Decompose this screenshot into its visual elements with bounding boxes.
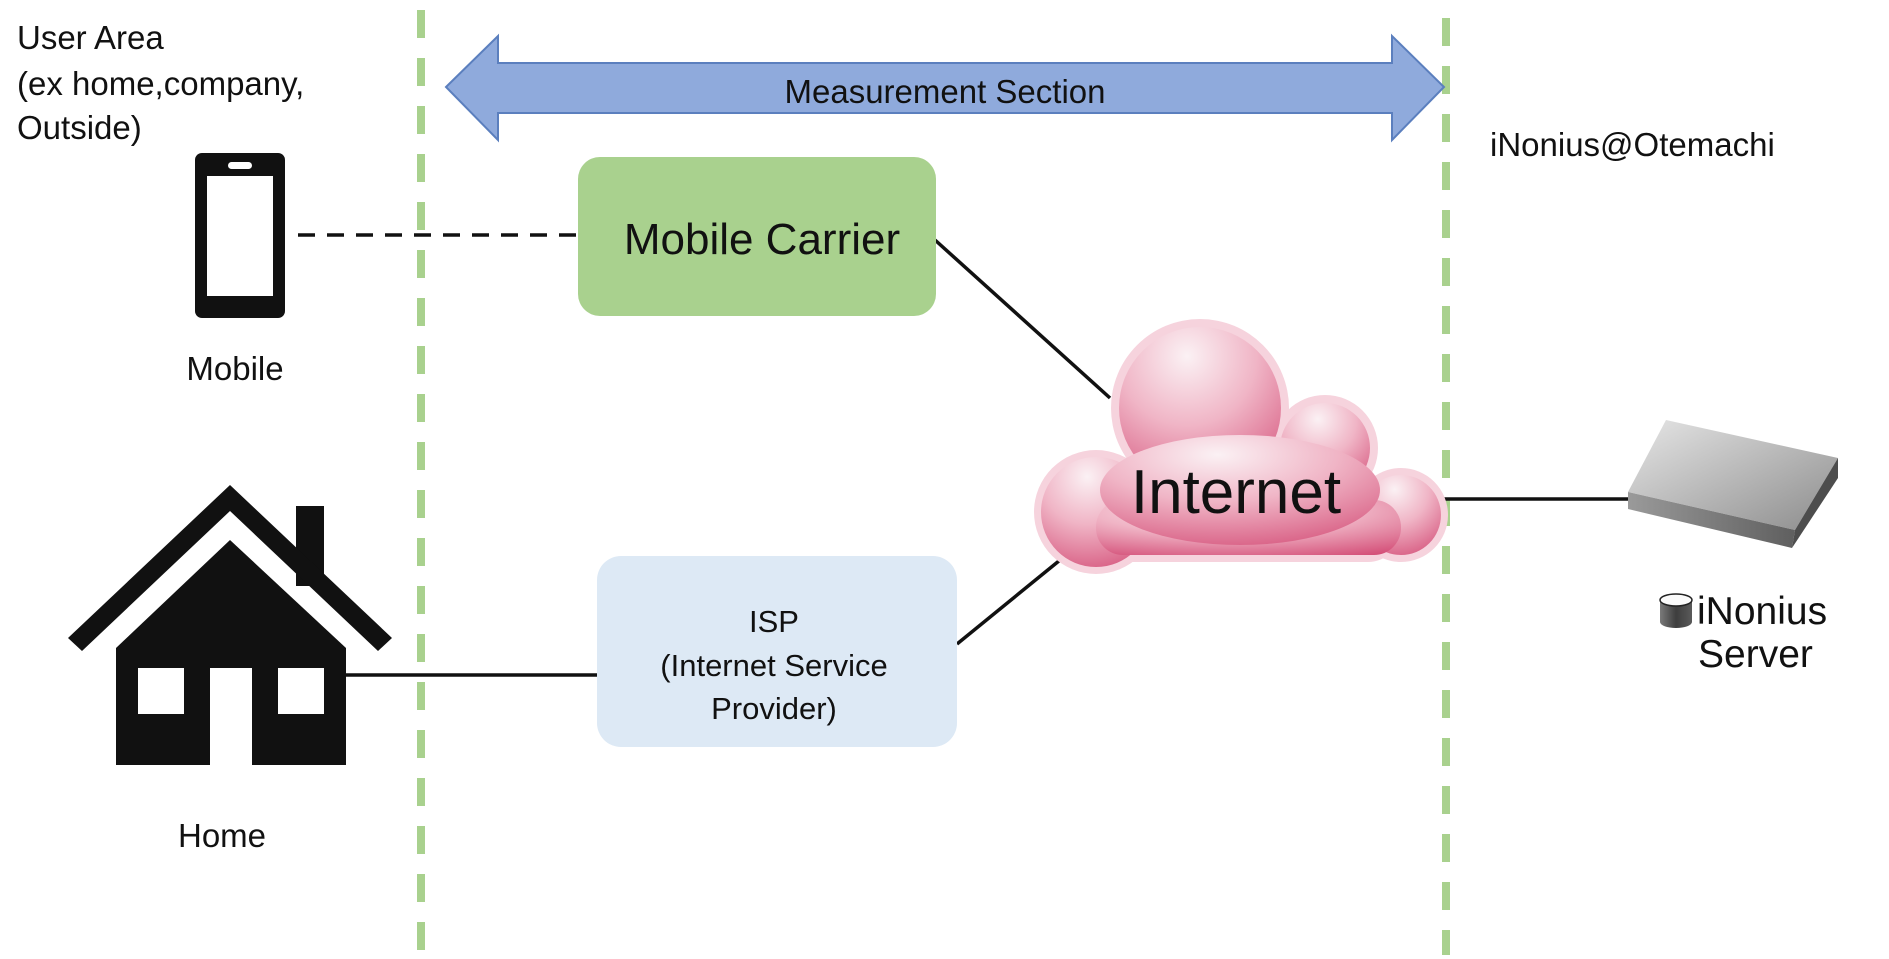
isp-label-cont: (Internet Service xyxy=(660,648,887,683)
internet-cloud-icon xyxy=(1034,319,1448,574)
mobile-carrier-label: Mobile Carrier xyxy=(624,215,900,264)
isp-label-end: Provider) xyxy=(711,691,837,726)
user-area-title: User Area xyxy=(17,19,164,56)
house-icon xyxy=(68,485,392,765)
isp-internet-link xyxy=(955,554,1067,646)
measurement-section-label: Measurement Section xyxy=(785,73,1106,110)
mobile-label: Mobile xyxy=(186,350,283,387)
carrier-internet-link xyxy=(933,238,1112,400)
mobile-carrier-node: Mobile Carrier xyxy=(578,157,936,316)
internet-label: Internet xyxy=(1131,458,1341,527)
user-area-examples-cont: Outside) xyxy=(17,109,142,146)
database-icon xyxy=(1659,593,1693,628)
home-label: Home xyxy=(178,817,266,854)
server-label-cont: Server xyxy=(1698,633,1813,676)
server-label: iNonius xyxy=(1697,590,1827,633)
isp-node: ISP (Internet Service Provider) xyxy=(597,556,957,747)
smartphone-icon xyxy=(195,153,285,318)
user-area-label: User Area (ex home,company, Outside) xyxy=(17,19,304,146)
isp-label: ISP xyxy=(749,604,799,639)
server-appliance-icon xyxy=(1628,420,1838,548)
server-location-label: iNonius@Otemachi xyxy=(1490,126,1775,163)
user-area-examples: (ex home,company, xyxy=(17,65,304,102)
measurement-section-arrow: Measurement Section xyxy=(444,33,1446,143)
